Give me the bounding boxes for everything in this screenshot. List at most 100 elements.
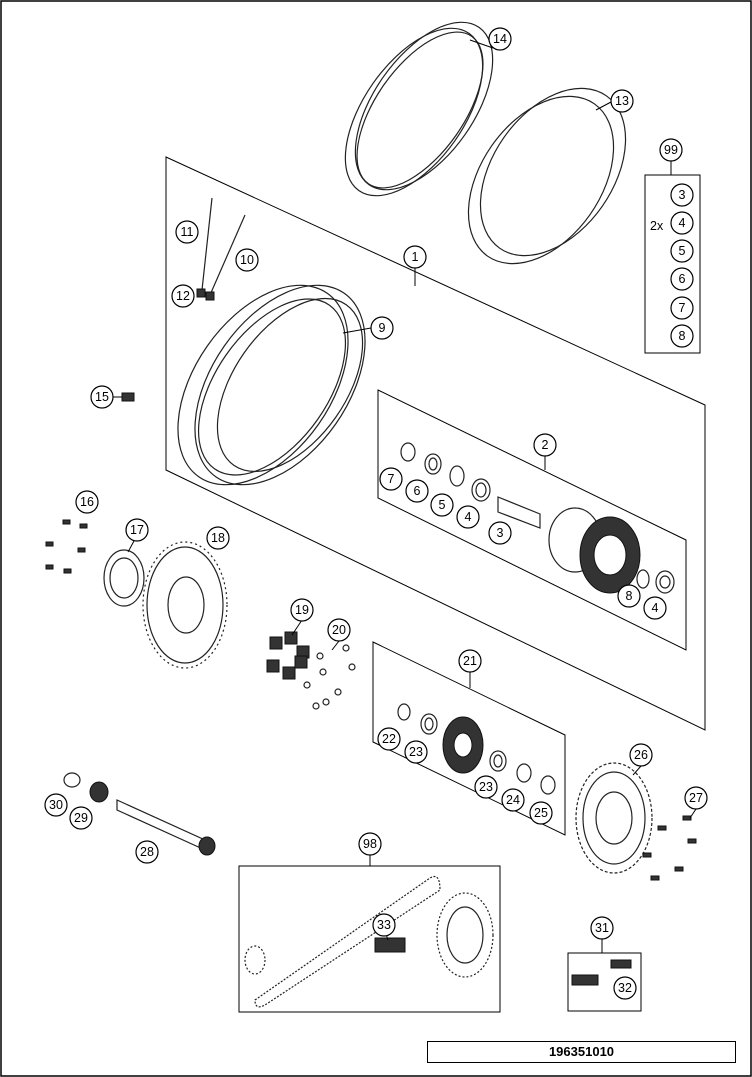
kit-item-6[interactable]: 6 xyxy=(670,267,694,291)
svg-text:3: 3 xyxy=(679,188,686,202)
svg-text:4: 4 xyxy=(679,216,686,230)
callout-2[interactable]: 2 xyxy=(533,433,557,457)
svg-text:32: 32 xyxy=(618,981,632,995)
callout-30[interactable]: 30 xyxy=(44,793,68,817)
chain-kit-parts xyxy=(244,875,494,1008)
carrier-parts xyxy=(397,703,556,795)
svg-text:17: 17 xyxy=(130,523,144,537)
drawing-number: 196351010 xyxy=(427,1041,736,1063)
callout-33[interactable]: 33 xyxy=(372,913,396,937)
tyre-part xyxy=(467,87,627,265)
callout-14[interactable]: 14 xyxy=(488,27,512,51)
callout-13[interactable]: 13 xyxy=(610,89,634,113)
svg-text:20: 20 xyxy=(332,623,346,637)
hub-item-6[interactable]: 6 xyxy=(405,479,429,503)
svg-text:23: 23 xyxy=(409,745,423,759)
rim-band-part xyxy=(344,21,494,197)
callout-26[interactable]: 26 xyxy=(629,743,653,767)
svg-text:18: 18 xyxy=(211,531,225,545)
svg-text:14: 14 xyxy=(493,32,507,46)
carrier-item-22[interactable]: 22 xyxy=(377,727,401,751)
hub-item-3[interactable]: 3 xyxy=(488,521,512,545)
callout-19[interactable]: 19 xyxy=(290,598,314,622)
sprocket-26 xyxy=(575,762,653,874)
callout-27[interactable]: 27 xyxy=(684,786,708,810)
svg-text:13: 13 xyxy=(615,94,629,108)
axle-parts xyxy=(63,772,216,856)
callout-1[interactable]: 1 xyxy=(403,245,427,269)
kit-item-8[interactable]: 8 xyxy=(670,324,694,348)
bolts-27 xyxy=(642,815,697,881)
carrier-item-23b[interactable]: 23 xyxy=(474,775,498,799)
spoke-parts xyxy=(196,197,246,301)
svg-text:24: 24 xyxy=(506,793,520,807)
svg-text:5: 5 xyxy=(439,498,446,512)
svg-text:22: 22 xyxy=(382,732,396,746)
svg-text:33: 33 xyxy=(377,918,391,932)
svg-text:99: 99 xyxy=(664,143,678,157)
svg-text:10: 10 xyxy=(240,253,254,267)
svg-text:27: 27 xyxy=(689,791,703,805)
hub-item-8[interactable]: 8 xyxy=(617,584,641,608)
assembly-box-1 xyxy=(165,156,706,731)
bolts-16 xyxy=(45,519,88,574)
svg-text:7: 7 xyxy=(388,472,395,486)
svg-text:4: 4 xyxy=(465,510,472,524)
kit-item-3[interactable]: 3 xyxy=(670,183,694,207)
sensor-ring-17 xyxy=(103,549,145,607)
callout-18[interactable]: 18 xyxy=(206,526,230,550)
callout-20[interactable]: 20 xyxy=(327,618,351,642)
svg-text:31: 31 xyxy=(595,921,609,935)
callout-12[interactable]: 12 xyxy=(171,284,195,308)
hub-parts xyxy=(400,442,675,594)
svg-text:23: 23 xyxy=(479,780,493,794)
svg-text:29: 29 xyxy=(74,811,88,825)
callout-15[interactable]: 15 xyxy=(90,385,114,409)
svg-text:12: 12 xyxy=(176,289,190,303)
svg-text:16: 16 xyxy=(80,495,94,509)
svg-text:1: 1 xyxy=(412,250,419,264)
callout-98[interactable]: 98 xyxy=(358,832,382,856)
svg-text:6: 6 xyxy=(679,272,686,286)
svg-text:9: 9 xyxy=(379,321,386,335)
hub-box-2 xyxy=(377,389,687,651)
svg-text:5: 5 xyxy=(679,244,686,258)
svg-text:8: 8 xyxy=(679,329,686,343)
callout-29[interactable]: 29 xyxy=(69,806,93,830)
callout-10[interactable]: 10 xyxy=(235,248,259,272)
kit-item-7[interactable]: 7 xyxy=(670,296,694,320)
kit-box-99 xyxy=(644,174,701,354)
callout-9[interactable]: 9 xyxy=(370,316,394,340)
callout-32[interactable]: 32 xyxy=(613,976,637,1000)
svg-text:21: 21 xyxy=(463,654,477,668)
svg-text:25: 25 xyxy=(534,806,548,820)
carrier-item-25[interactable]: 25 xyxy=(529,801,553,825)
callout-99[interactable]: 99 xyxy=(659,138,683,162)
hub-item-4b[interactable]: 4 xyxy=(643,596,667,620)
svg-text:28: 28 xyxy=(140,845,154,859)
callout-17[interactable]: 17 xyxy=(125,518,149,542)
leader-lines xyxy=(110,39,697,953)
callout-16[interactable]: 16 xyxy=(75,490,99,514)
callout-11[interactable]: 11 xyxy=(175,220,199,244)
hub-item-4[interactable]: 4 xyxy=(456,505,480,529)
svg-text:7: 7 xyxy=(679,301,686,315)
callout-21[interactable]: 21 xyxy=(458,649,482,673)
hub-item-7[interactable]: 7 xyxy=(379,467,403,491)
carrier-item-23[interactable]: 23 xyxy=(404,740,428,764)
kit-item-5[interactable]: 5 xyxy=(670,239,694,263)
nuts-20 xyxy=(303,644,356,710)
chain-link-parts xyxy=(571,959,632,986)
hub-item-5[interactable]: 5 xyxy=(430,493,454,517)
callout-31[interactable]: 31 xyxy=(590,916,614,940)
valve-part xyxy=(121,392,135,402)
carrier-box-21 xyxy=(372,641,566,836)
carrier-item-24[interactable]: 24 xyxy=(501,788,525,812)
callout-28[interactable]: 28 xyxy=(135,840,159,864)
kit-qty-label: 2x xyxy=(650,219,664,233)
svg-text:19: 19 xyxy=(295,603,309,617)
svg-text:3: 3 xyxy=(497,526,504,540)
kit-item-4[interactable]: 4 xyxy=(670,211,694,235)
chain-link-box-31 xyxy=(567,952,642,1012)
